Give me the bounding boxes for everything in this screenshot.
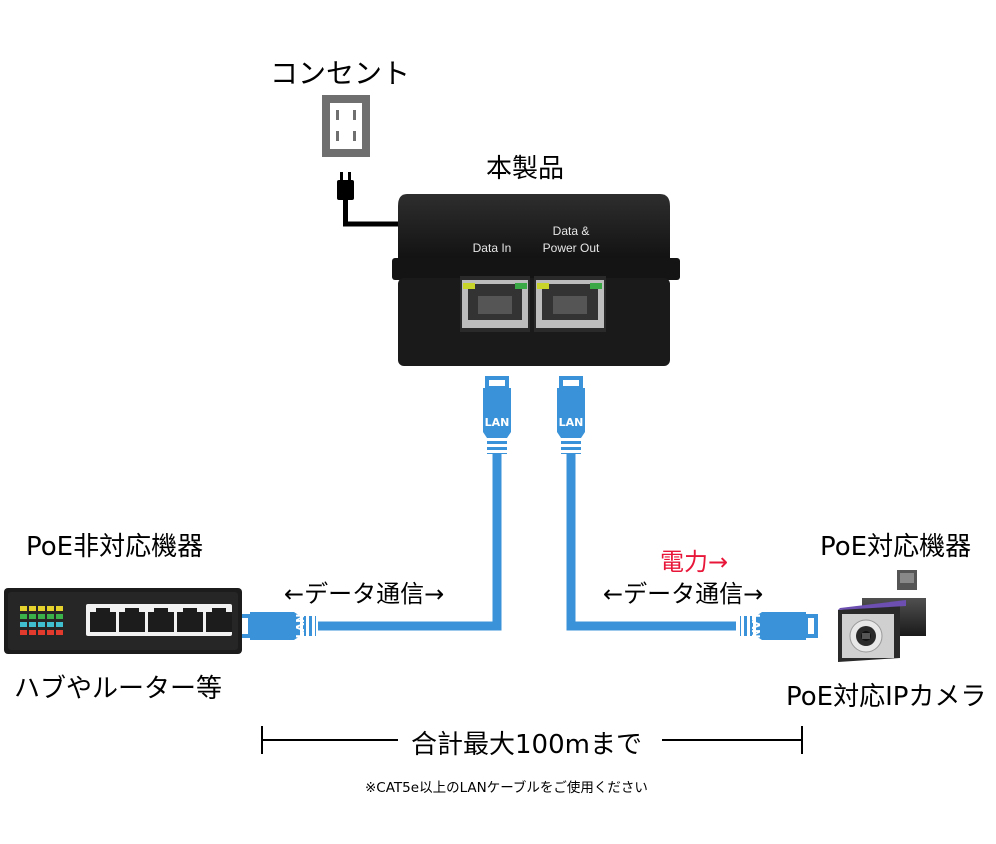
- lan-connector-label: LAN: [559, 416, 584, 429]
- data-comm-right-label: ←データ通信→: [603, 580, 764, 608]
- lan-cable-left: LAN LAN: [238, 376, 513, 642]
- port-label-data-in: Data In: [473, 241, 512, 255]
- power-label: 電力→: [660, 548, 729, 576]
- lan-connector-label: LAN: [485, 416, 510, 429]
- ip-camera-icon: [838, 570, 926, 662]
- lan-connector-label: LAN: [749, 614, 762, 639]
- lan-cable-right: LAN LAN: [555, 376, 818, 642]
- poe-injector: Data In Data & Power Out: [392, 194, 680, 366]
- port-label-data-power-out-line1: Data &: [553, 224, 590, 238]
- hub-status-leds: [20, 606, 63, 635]
- wall-outlet-icon: [322, 95, 370, 157]
- outlet-label: コンセント: [270, 57, 411, 90]
- data-comm-left-label: ←データ通信→: [284, 580, 445, 608]
- hub-router-label: ハブやルーター等: [14, 674, 223, 704]
- power-cord: [337, 172, 398, 227]
- poe-device-label: PoE対応機器: [820, 532, 972, 562]
- data-power-out-port: [534, 276, 606, 332]
- cable-note: ※CAT5e以上のLANケーブルをご使用ください: [365, 780, 648, 796]
- distance-bracket: [261, 726, 803, 754]
- data-in-port: [460, 276, 530, 332]
- total-distance-label: 合計最大100mまで: [405, 724, 648, 761]
- lan-connector-label: LAN: [294, 614, 307, 639]
- non-poe-device-label: PoE非対応機器: [26, 532, 204, 562]
- product-label: 本製品: [486, 154, 565, 184]
- port-label-data-power-out-line2: Power Out: [543, 241, 600, 255]
- hub-ports: [86, 604, 232, 636]
- poe-camera-label: PoE対応IPカメラ: [786, 682, 987, 712]
- network-hub-icon: [4, 588, 242, 654]
